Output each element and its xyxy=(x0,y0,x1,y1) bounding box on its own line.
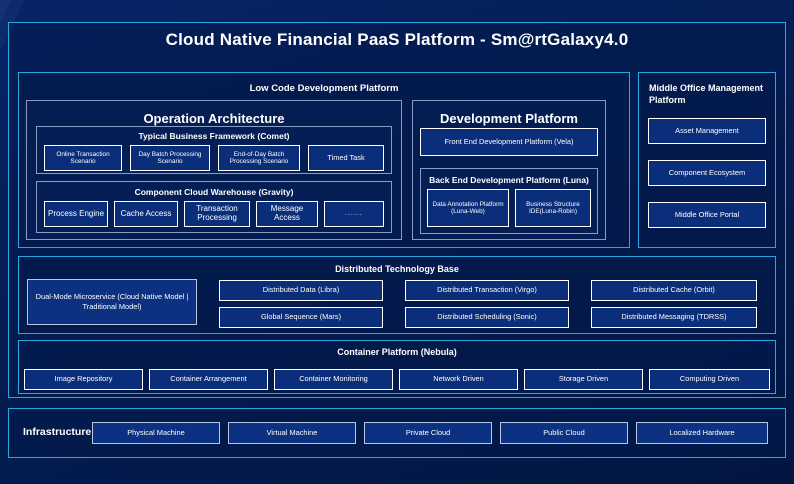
chip-dual-mode-microservice[interactable]: Dual-Mode Microservice (Cloud Native Mod… xyxy=(27,279,197,325)
middle-office-management-header: Middle Office Management Platform xyxy=(649,83,764,106)
chip-front-end-development-platform[interactable]: Front End Development Platform (Vela) xyxy=(420,128,598,156)
chip-cache-access[interactable]: Cache Access xyxy=(114,201,178,227)
chip-message-access[interactable]: Message Access xyxy=(256,201,318,227)
chip-distributed-transaction[interactable]: Distributed Transaction (Virgo) xyxy=(405,280,569,301)
chip-timed-task[interactable]: Timed Task xyxy=(308,145,384,171)
chip-private-cloud[interactable]: Private Cloud xyxy=(364,422,492,444)
chip-localized-hardware[interactable]: Localized Hardware xyxy=(636,422,768,444)
chip-distributed-data[interactable]: Distributed Data (Libra) xyxy=(219,280,383,301)
chip-distributed-scheduling[interactable]: Distributed Scheduling (Sonic) xyxy=(405,307,569,328)
chip-data-annotation-platform[interactable]: Data Annotation Platform (Luna-Web) xyxy=(427,189,509,227)
chip-storage-driven[interactable]: Storage Driven xyxy=(524,369,643,390)
chip-global-sequence[interactable]: Global Sequence (Mars) xyxy=(219,307,383,328)
component-cloud-warehouse-header: Component Cloud Warehouse (Gravity) xyxy=(134,187,294,197)
chip-container-monitoring[interactable]: Container Monitoring xyxy=(274,369,393,390)
container-platform-header: Container Platform (Nebula) xyxy=(337,347,457,357)
infrastructure-label: Infrastructure xyxy=(23,426,92,438)
chip-end-of-day-batch-processing-scenario[interactable]: End-of-Day Batch Processing Scenario xyxy=(218,145,300,171)
back-end-development-platform-header: Back End Development Platform (Luna) xyxy=(429,175,589,185)
chip-distributed-cache[interactable]: Distributed Cache (Orbit) xyxy=(591,280,757,301)
chip-transaction-processing[interactable]: Transaction Processing xyxy=(184,201,250,227)
chip-distributed-messaging[interactable]: Distributed Messaging (TDRSS) xyxy=(591,307,757,328)
chip-asset-management[interactable]: Asset Management xyxy=(648,118,766,144)
chip-image-repository[interactable]: Image Repository xyxy=(24,369,143,390)
chip-virtual-machine[interactable]: Virtual Machine xyxy=(228,422,356,444)
low-code-platform-header: Low Code Development Platform xyxy=(249,83,399,94)
chip-online-transaction-scenario[interactable]: Online Transaction Scenario xyxy=(44,145,122,171)
development-platform-header: Development Platform xyxy=(440,111,578,126)
page-title: Cloud Native Financial PaaS Platform - S… xyxy=(165,30,629,49)
typical-business-framework-header: Typical Business Framework (Comet) xyxy=(138,131,290,141)
operation-architecture-header: Operation Architecture xyxy=(143,111,285,126)
chip-business-structure-ide[interactable]: Business Structure IDE(Luna-Robin) xyxy=(515,189,591,227)
chip-process-engine[interactable]: Process Engine xyxy=(44,201,108,227)
chip-middle-office-portal[interactable]: Middle Office Portal xyxy=(648,202,766,228)
chip-day-batch-processing-scenario[interactable]: Day Batch Processing Scenario xyxy=(130,145,210,171)
chip-public-cloud[interactable]: Public Cloud xyxy=(500,422,628,444)
chip-more-ellipsis[interactable]: ...... xyxy=(324,201,384,227)
chip-physical-machine[interactable]: Physical Machine xyxy=(92,422,220,444)
chip-computing-driven[interactable]: Computing Driven xyxy=(649,369,770,390)
distributed-technology-base-header: Distributed Technology Base xyxy=(335,264,459,274)
chip-component-ecosystem[interactable]: Component Ecosystem xyxy=(648,160,766,186)
chip-container-arrangement[interactable]: Container Arrangement xyxy=(149,369,268,390)
chip-network-driven[interactable]: Network Driven xyxy=(399,369,518,390)
